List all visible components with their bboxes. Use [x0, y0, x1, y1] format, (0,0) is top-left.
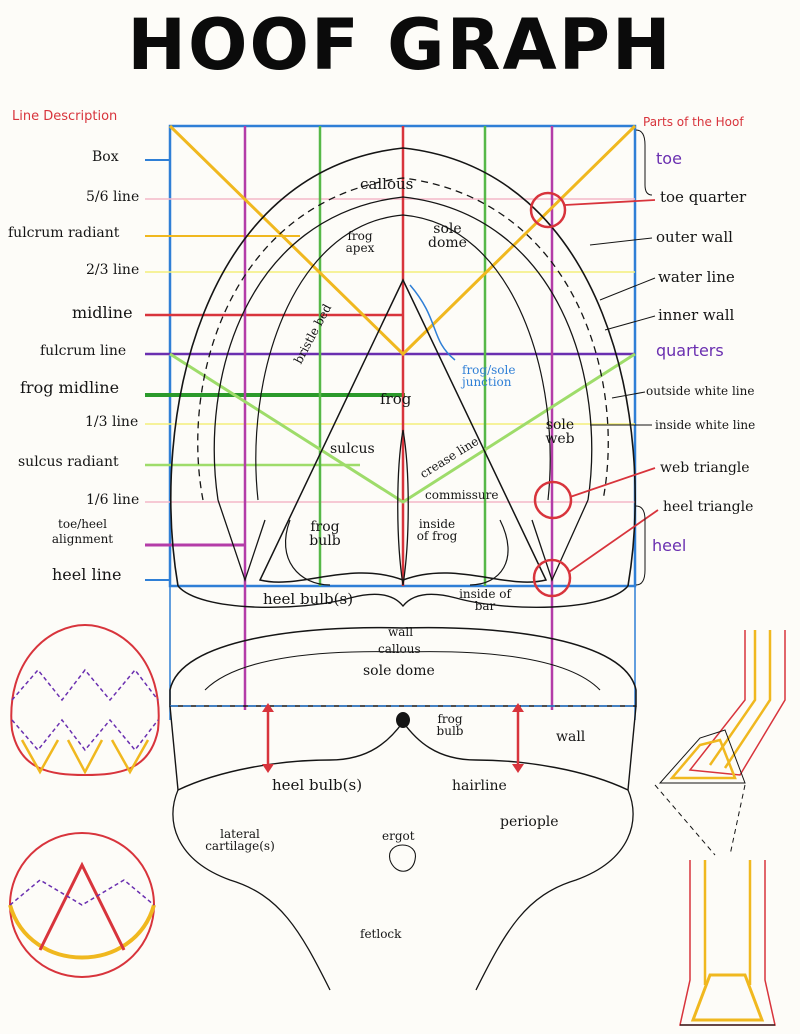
part-outside-white-line: outside white line [646, 384, 755, 398]
label-frog-midline: frog midline [20, 378, 120, 397]
small-hoof-top-zigzag-upper [11, 668, 159, 702]
toe-quarter-pointer [564, 199, 656, 206]
right-bar [531, 499, 589, 582]
small-hoof-top-outline [10, 623, 160, 777]
line-description-heading: Line Description [12, 109, 118, 124]
frog-outline [258, 278, 548, 583]
inner-wall-pointer [604, 315, 656, 331]
label-five-sixth-line: 5/6 line [86, 189, 140, 205]
lateral-cartilages-outline [172, 789, 634, 991]
heel-bracket [635, 505, 646, 586]
label-rear-wall-side: wall [556, 729, 586, 745]
label-rear-heel-bulbs: heel bulb(s) [272, 776, 363, 794]
side-view-leg-diagram [658, 630, 786, 784]
label-fetlock: fetlock [360, 927, 402, 941]
frog-bulb-right [469, 519, 509, 586]
small-hoof-top-zigzag-lower [11, 718, 159, 752]
left-arrow-head-down [262, 764, 274, 773]
front-view-leg-diagram [679, 860, 776, 1026]
inner-wall-outline [213, 196, 593, 501]
small-hoof-bottom-frog [38, 861, 126, 951]
fulcrum-radiant [168, 124, 637, 357]
right-arrow-head-up [512, 703, 524, 712]
label-commissure: commissure [425, 488, 499, 502]
toe-quarter-marker [529, 191, 567, 229]
label-frog-bulb: frog bulb [309, 519, 341, 549]
label-rear-sole-dome: sole dome [363, 663, 435, 679]
ergot-outline [389, 844, 416, 872]
label-sole-dome: sole dome [428, 221, 467, 251]
page-title: HOOF GRAPH [127, 4, 673, 86]
web-triangle-marker [533, 480, 573, 520]
label-sulcus-radiant: sulcus radiant [18, 454, 119, 470]
label-rear-frog-bulb: frog bulb [436, 712, 464, 738]
part-toe: toe [656, 149, 682, 168]
small-hoof-bottom-heel [8, 904, 156, 960]
label-frog: frog [380, 390, 412, 408]
part-inner-wall: inner wall [658, 306, 735, 324]
label-heel-line: heel line [52, 565, 122, 584]
label-two-third-line: 2/3 line [86, 262, 140, 278]
small-hoof-bottom-zigzag [9, 879, 155, 906]
heel-triangle-pointer [568, 509, 659, 573]
label-ergot: ergot [382, 829, 415, 843]
part-heel-triangle: heel triangle [663, 499, 754, 515]
heel-triangle-marker [532, 558, 572, 598]
part-quarters: quarters [656, 341, 724, 360]
label-box: Box [92, 149, 119, 165]
label-fulcrum-radiant: fulcrum radiant [8, 225, 120, 241]
web-triangle-pointer [569, 467, 656, 498]
rear-callous-outline [204, 651, 601, 691]
water-line-pointer [599, 277, 656, 301]
label-inside-of-bar: inside of bar [459, 587, 511, 613]
part-water-line: water line [658, 268, 735, 286]
left-arrow-head-up [262, 703, 274, 712]
part-inside-white-line: inside white line [655, 418, 756, 432]
label-inside-of-frog: inside of frog [416, 517, 458, 543]
label-frog-apex: frog apex [345, 229, 375, 255]
label-fulcrum-line: fulcrum line [40, 343, 127, 359]
frog-bulb-left [284, 519, 331, 586]
sulcus-radiant [169, 352, 636, 504]
left-bar [217, 499, 266, 583]
label-frog-sole-junction: frog/sole junction [462, 363, 516, 389]
label-rear-wall-top: wall [388, 625, 414, 639]
heel-bulbs-outline [177, 585, 629, 609]
part-heel: heel [652, 536, 687, 555]
parts-of-hoof-heading: Parts of the Hoof [643, 115, 744, 129]
outer-wall-outline [170, 147, 636, 587]
label-periople: periople [500, 814, 559, 830]
label-toe-heel-alignment: toe/heel alignment [51, 517, 114, 546]
side-to-front-connector-2 [729, 784, 746, 856]
sole-dome-outline [255, 214, 551, 501]
side-to-front-connector-1 [654, 784, 716, 856]
label-sole-web: sole web [545, 417, 575, 447]
label-sulcus: sulcus [330, 441, 375, 457]
central-sulcus [397, 429, 409, 586]
label-callous: callous [360, 175, 414, 193]
label-rear-callous: callous [378, 642, 421, 656]
frog-sole-junction-line [409, 284, 456, 361]
label-one-third-line: 1/3 line [85, 414, 139, 430]
label-heel-bulbs-sole: heel bulb(s) [263, 590, 354, 608]
label-one-sixth-line: 1/6 line [86, 492, 140, 508]
label-lateral-cartilages: lateral cartilage(s) [205, 827, 275, 853]
part-web-triangle: web triangle [660, 460, 750, 476]
toe-bracket [635, 129, 653, 196]
label-midline: midline [72, 303, 133, 322]
rear-wall-outline [169, 626, 637, 707]
right-arrow-head-down [512, 764, 524, 773]
outside-white-line-pointer [611, 391, 646, 399]
part-toe-quarter: toe quarter [660, 188, 747, 206]
small-hoof-top-heels [20, 739, 150, 775]
label-hairline: hairline [452, 778, 507, 794]
outer-wall-pointer [589, 237, 653, 246]
part-outer-wall: outer wall [656, 228, 733, 246]
water-line-outline [197, 177, 609, 501]
frog-bulb-dot [396, 712, 410, 728]
